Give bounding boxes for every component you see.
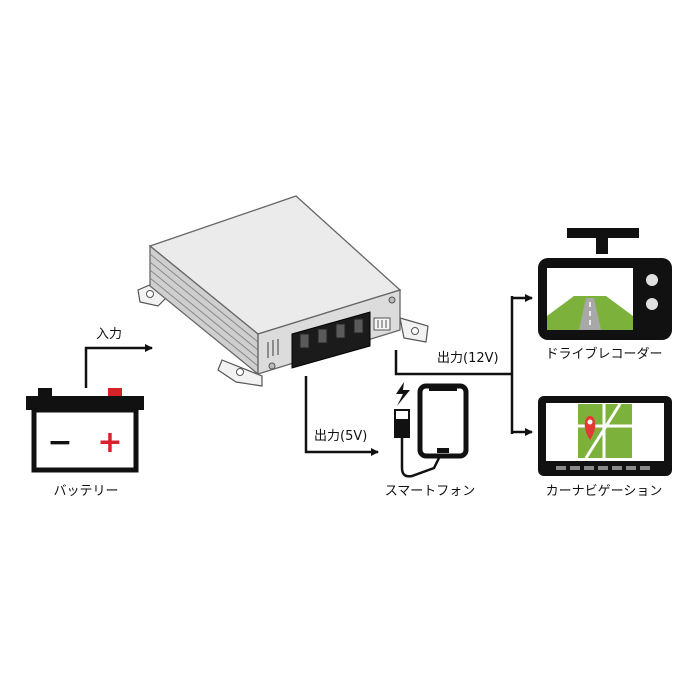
- battery-plus-symbol: +: [97, 425, 122, 460]
- car-navigation-icon: [538, 396, 672, 476]
- battery-icon: − +: [26, 388, 144, 473]
- battery-label: バッテリー: [53, 484, 118, 499]
- dashcam-button: [646, 274, 658, 286]
- dashcam-icon: [538, 228, 672, 340]
- car-navigation-label: カーナビゲーション: [546, 484, 663, 499]
- vent-slots: [267, 339, 279, 358]
- input-label: 入力: [96, 327, 122, 342]
- dashcam-label: ドライブレコーダー: [545, 346, 662, 362]
- flange-hole: [411, 327, 419, 335]
- dc-dc-converter: [137, 195, 429, 387]
- dashcam-button: [646, 298, 658, 310]
- smartphone-icon: [417, 383, 469, 459]
- map-pin-icon: [584, 416, 596, 440]
- terminal-block: [291, 311, 371, 369]
- input-arrow: [84, 344, 153, 388]
- battery-minus-symbol: −: [47, 425, 72, 460]
- flange-hole: [146, 290, 154, 298]
- heatsink-fins: [149, 253, 259, 367]
- output-5v-label: 出力(5V): [314, 429, 367, 444]
- terminal-screws: [299, 318, 364, 349]
- smartphone-label: スマートフォン: [385, 484, 476, 499]
- output-5v-arrow: [304, 376, 379, 456]
- usb-cable-icon: [394, 409, 442, 478]
- output-12v-line: [394, 350, 512, 376]
- output-12v-label: 出力(12V): [437, 351, 499, 366]
- navigation-buttons: [556, 466, 650, 470]
- screw: [268, 362, 276, 370]
- screw: [388, 296, 396, 304]
- flange-hole: [236, 368, 244, 376]
- battery-plus-terminal: [108, 388, 122, 396]
- lightning-bolt-icon: [396, 382, 410, 406]
